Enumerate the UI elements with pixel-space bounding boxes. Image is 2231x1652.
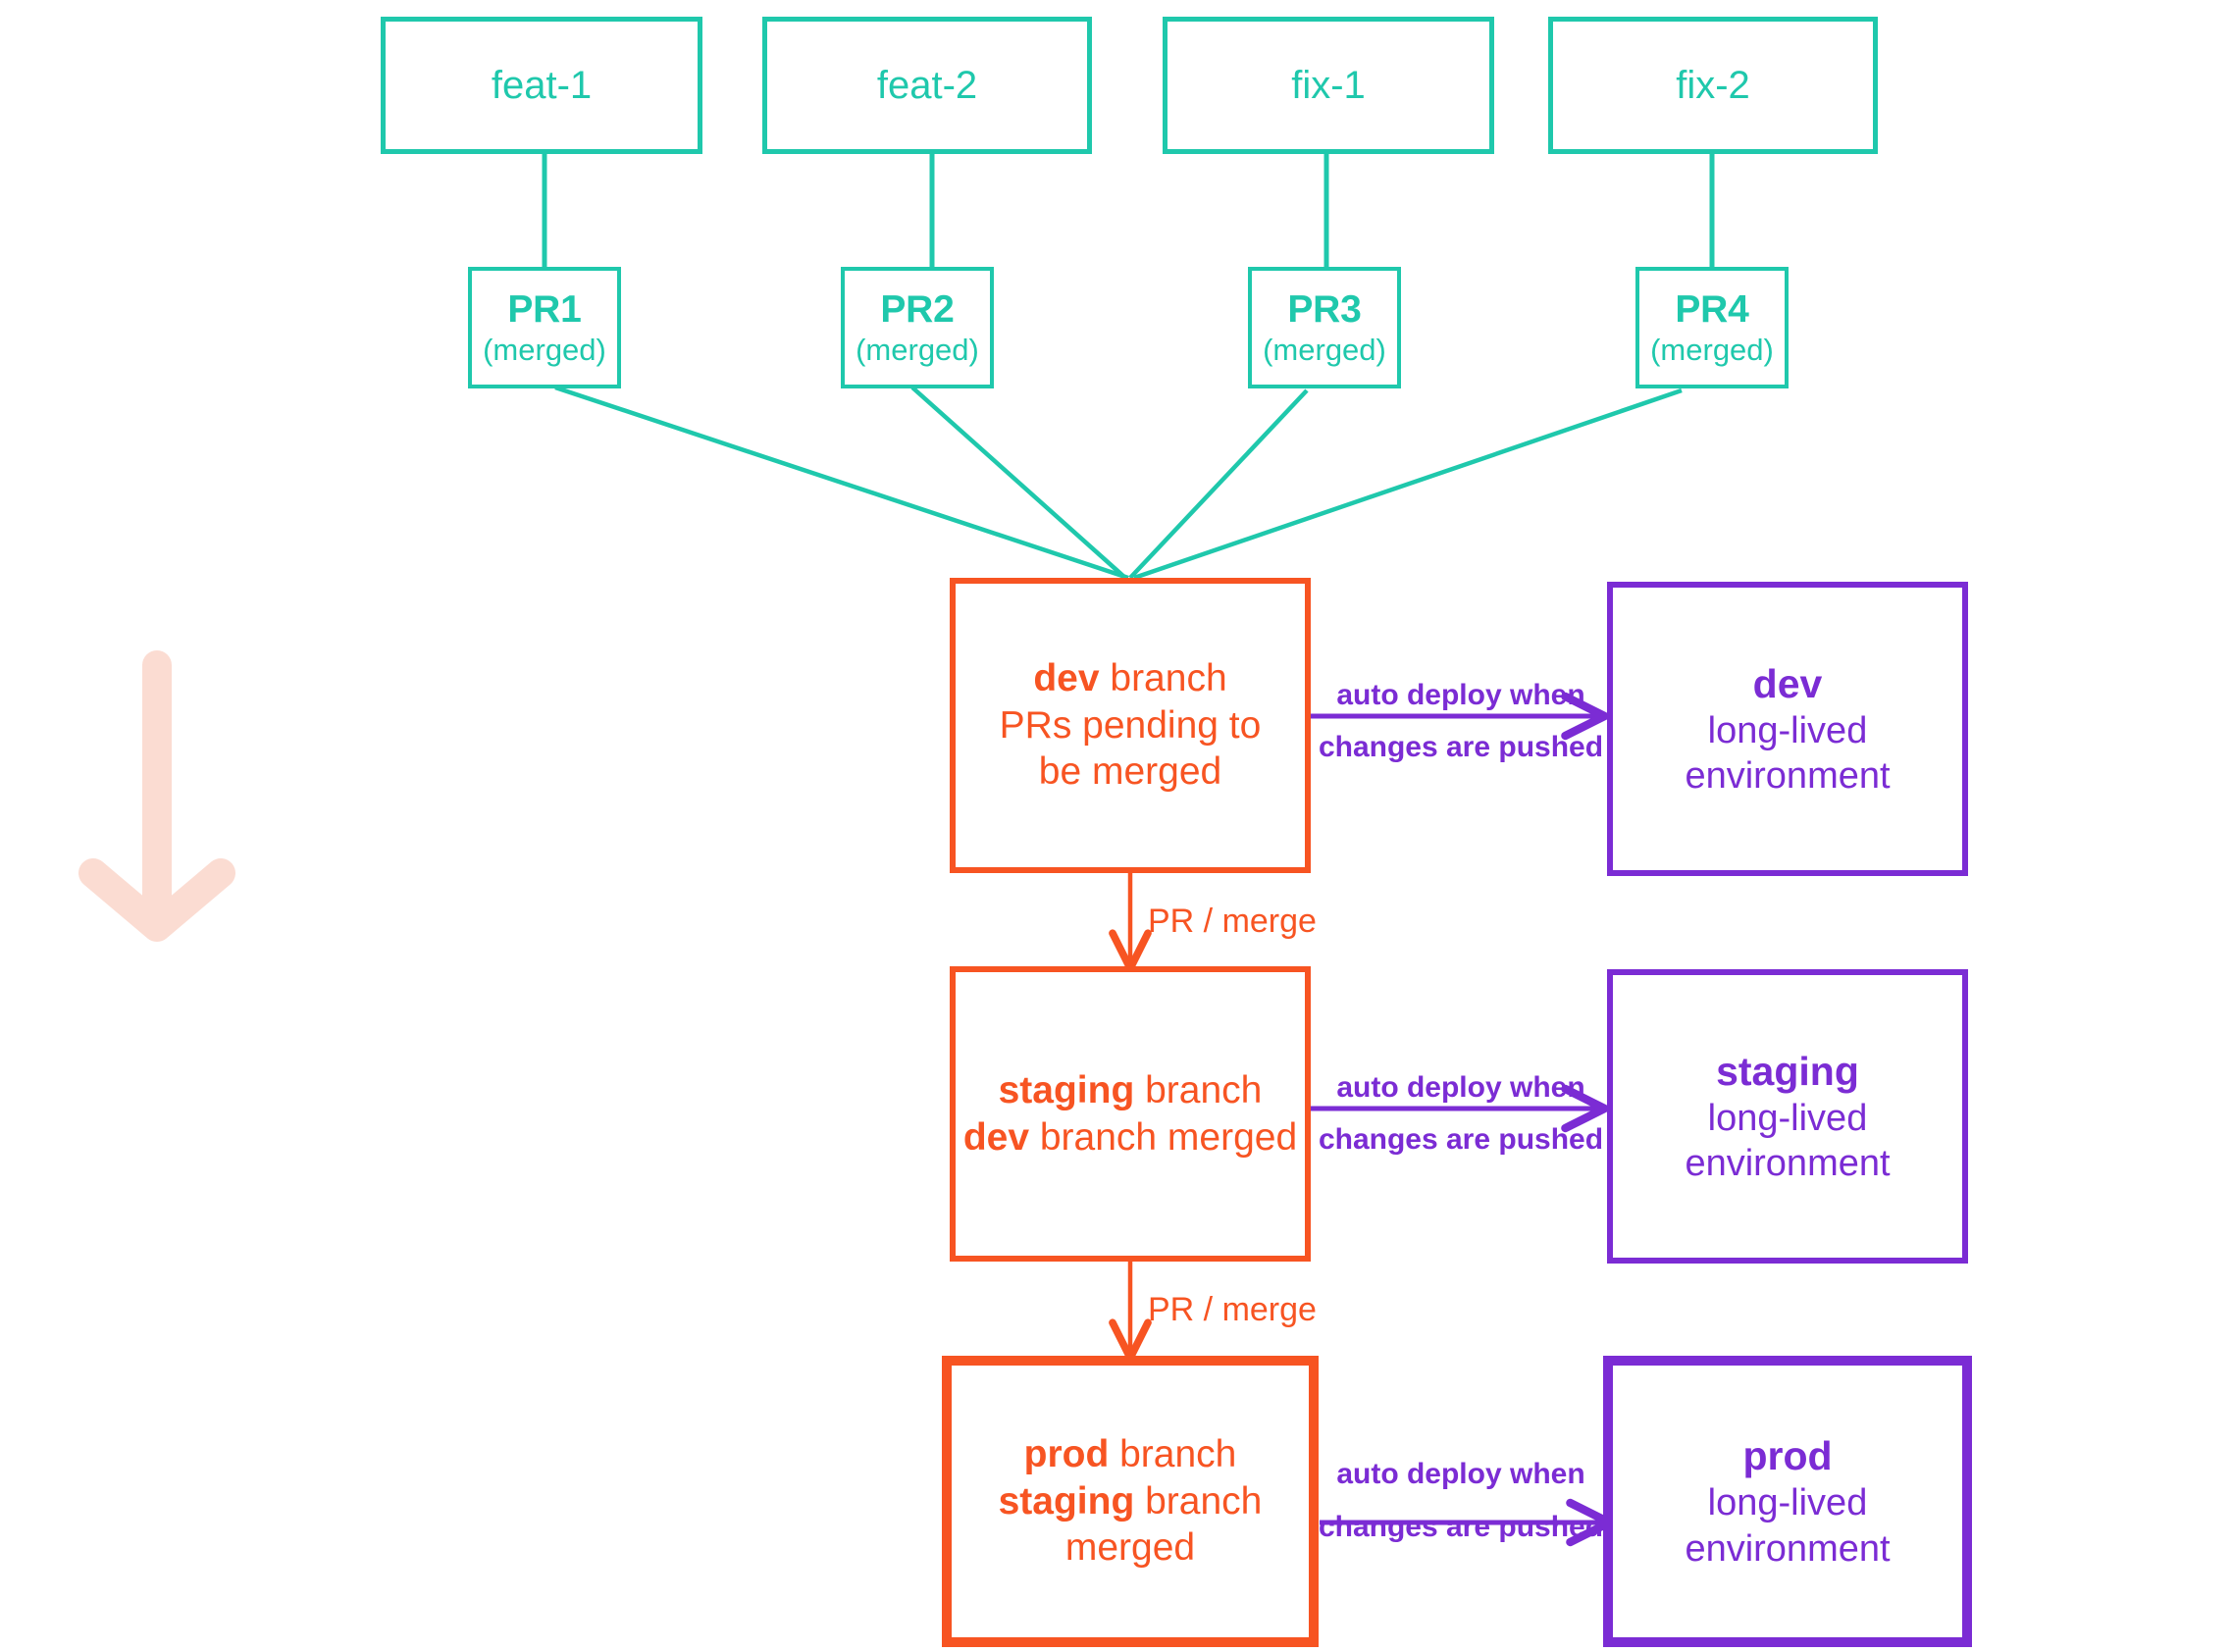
dev-branch-desc-line1: PRs pending to (999, 703, 1262, 747)
pull-request-title: PR2 (880, 288, 955, 332)
dev-deploy-label-bottom: changes are pushed (1318, 731, 1604, 763)
staging-to-prod-label: PR / merge (1148, 1291, 1317, 1328)
dev-to-staging-label: PR / merge (1148, 903, 1317, 940)
pull-request-title: PR3 (1287, 288, 1362, 332)
prod-environment-box[interactable]: prod long-lived environment (1603, 1356, 1972, 1647)
pull-request-status: (merged) (1650, 332, 1774, 367)
feature-branch-box-1[interactable]: feat-1 (381, 17, 702, 154)
dev-branch-title: dev branch (1033, 655, 1226, 702)
feature-branch-box-2[interactable]: feat-2 (762, 17, 1092, 154)
feature-branch-box-4[interactable]: fix-2 (1548, 17, 1878, 154)
dev-branch-box[interactable]: dev branch PRs pending to be merged (950, 578, 1311, 873)
downward-flow-arrow (78, 650, 235, 942)
feature-branch-label: fix-1 (1291, 63, 1366, 107)
prod-deploy-label-bottom: changes are pushed (1318, 1511, 1604, 1543)
dev-environment-box[interactable]: dev long-lived environment (1607, 582, 1968, 876)
pull-request-title: PR4 (1675, 288, 1749, 332)
staging-branch-desc-bold: dev (962, 1115, 1030, 1159)
prod-environment-name: prod (1742, 1433, 1833, 1479)
pull-request-box-2[interactable]: PR2 (merged) (841, 267, 994, 388)
prod-environment-line1: long-lived (1707, 1482, 1868, 1524)
pull-request-box-3[interactable]: PR3 (merged) (1248, 267, 1401, 388)
staging-deploy-label-bottom: changes are pushed (1318, 1123, 1604, 1156)
staging-branch-desc-rest: branch merged (1029, 1115, 1298, 1159)
prod-branch-title: prod branch (1024, 1431, 1237, 1478)
pull-request-title: PR1 (507, 288, 582, 332)
pull-request-status: (merged) (1263, 332, 1386, 367)
staging-deploy-label-top: auto deploy when (1336, 1071, 1585, 1104)
pull-request-status: (merged) (483, 332, 606, 367)
feature-to-pr-connectors (542, 150, 1715, 267)
prod-branch-box[interactable]: prod branch staging branch merged (942, 1356, 1319, 1647)
feature-branch-label: fix-2 (1676, 63, 1750, 107)
staging-branch-name: staging (998, 1068, 1135, 1111)
staging-branch-box[interactable]: staging branch dev branch merged (950, 966, 1311, 1262)
dev-branch-desc-line2: be merged (1038, 750, 1222, 794)
prod-branch-desc-rest: branch (1134, 1479, 1263, 1523)
prod-environment-line2: environment (1685, 1527, 1891, 1570)
dev-environment-line2: environment (1685, 755, 1891, 797)
prod-deploy-label-top: auto deploy when (1336, 1458, 1585, 1490)
prod-branch-desc-line1: staging branch (999, 1478, 1263, 1525)
prod-branch-desc-bold: staging (998, 1479, 1135, 1523)
dev-environment-name: dev (1752, 660, 1823, 706)
staging-branch-suffix: branch (1134, 1068, 1263, 1111)
staging-branch-title: staging branch (999, 1067, 1263, 1114)
feature-branch-label: feat-2 (876, 63, 978, 107)
prod-branch-name: prod (1023, 1433, 1110, 1476)
pull-request-box-4[interactable]: PR4 (merged) (1635, 267, 1789, 388)
dev-branch-suffix: branch (1099, 657, 1227, 700)
feature-branch-label: feat-1 (491, 63, 593, 107)
pull-request-status: (merged) (856, 332, 979, 367)
pull-request-box-1[interactable]: PR1 (merged) (468, 267, 621, 388)
dev-environment-line1: long-lived (1707, 709, 1868, 751)
prod-branch-suffix: branch (1109, 1433, 1237, 1476)
dev-branch-name: dev (1033, 657, 1100, 700)
feature-branch-box-3[interactable]: fix-1 (1163, 17, 1494, 154)
staging-environment-box[interactable]: staging long-lived environment (1607, 969, 1968, 1264)
staging-environment-name: staging (1716, 1048, 1859, 1094)
prod-branch-desc-line2: merged (1064, 1526, 1196, 1570)
staging-branch-desc: dev branch merged (963, 1114, 1297, 1162)
staging-environment-line1: long-lived (1707, 1097, 1868, 1139)
pr-to-dev-connectors (554, 385, 1683, 581)
dev-deploy-label-top: auto deploy when (1336, 679, 1585, 711)
staging-environment-line2: environment (1685, 1143, 1891, 1184)
